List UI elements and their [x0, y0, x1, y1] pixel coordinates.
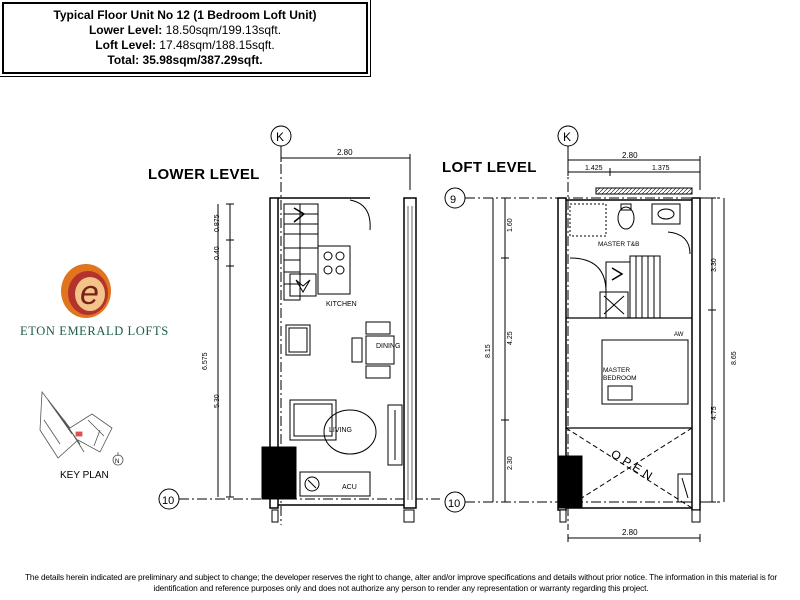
key-plan-diagram: N [39, 390, 124, 466]
kitchen-counter [289, 245, 351, 297]
structural-column [261, 446, 297, 500]
loft-level-area: Loft Level: 17.48sqm/188.15sqft. [4, 38, 366, 53]
loft-level-label: Loft Level: [95, 38, 156, 52]
loft-dim-left-b: 4.25 [507, 331, 514, 345]
loft-dim-right-a: 3.30 [711, 258, 718, 272]
dim-left-total: 6.575 [202, 352, 209, 370]
brand-name: ETON EMERALD LOFTS [20, 324, 169, 338]
loft-acu [677, 473, 693, 503]
lower-level-area: Lower Level: 18.50sqm/199.13sqft. [4, 23, 366, 38]
grid-k-label: K [276, 130, 284, 144]
lower-stair [283, 203, 319, 301]
lower-level-value: 18.50sqm/199.13sqft. [165, 23, 282, 37]
lower-level-title: LOWER LEVEL [148, 166, 260, 183]
disclaimer: The details herein indicated are prelimi… [8, 572, 794, 594]
logo-inner [75, 277, 105, 311]
loft-structural-column [557, 455, 583, 509]
total-label: Total: [107, 53, 140, 67]
room-acu: ACU [342, 484, 357, 491]
disclaimer-line-1: The details herein indicated are prelimi… [24, 572, 778, 582]
loft-grid-9-label: 9 [450, 194, 456, 206]
living-furniture [289, 399, 403, 466]
dining-set [351, 321, 395, 379]
unit-title: Typical Floor Unit No 12 (1 Bedroom Loft… [53, 8, 317, 22]
loft-dim-right-b: 4.75 [711, 406, 718, 420]
north-label: N [115, 459, 119, 465]
dim-left-a: 0.875 [214, 214, 221, 232]
loft-dim-left-c: 2.30 [507, 456, 514, 470]
door-swing-kitchen [349, 199, 371, 231]
loft-dim-bottom: 2.80 [622, 528, 638, 537]
eton-logo: e [61, 264, 111, 318]
dim-top: 2.80 [337, 148, 353, 157]
room-master-tb: MASTER T&B [598, 241, 639, 248]
loft-dim-top-a: 1.425 [585, 165, 603, 172]
refrigerator [285, 324, 311, 356]
loft-dim-top-b: 1.375 [652, 165, 670, 172]
room-aw: AW [674, 332, 684, 338]
master-bed [601, 339, 689, 405]
lower-level-plan: K 10 2.80 0.875 0.40 5.30 6.575 [158, 125, 440, 525]
loft-level-title: LOFT LEVEL [442, 159, 537, 176]
loft-grid-10-label: 10 [448, 498, 460, 510]
dim-left-c: 5.30 [214, 394, 221, 408]
lower-level-label: Lower Level: [88, 23, 163, 37]
loft-dim-left-total: 8.15 [485, 344, 492, 358]
key-plan-label: KEY PLAN [60, 470, 109, 481]
disclaimer-line-2: identification and reference purposes on… [153, 583, 649, 593]
room-living: LIVING [329, 427, 352, 434]
total-value: 35.98sqm/387.29sqft. [142, 53, 263, 67]
total-area: Total: 35.98sqm/387.29sqft. [4, 53, 366, 68]
loft-level-plan: K 9 10 2.80 1.425 1.375 2.80 1.60 4.25 2… [444, 125, 738, 542]
room-dining: DINING [376, 343, 401, 350]
loft-dim-left-a: 1.60 [507, 218, 514, 232]
grid-10-label: 10 [162, 495, 174, 507]
loft-stair [569, 255, 661, 319]
room-kitchen: KITCHEN [326, 301, 357, 308]
loft-dim-top: 2.80 [622, 151, 638, 160]
dim-left-b: 0.40 [214, 246, 221, 260]
room-master-1: MASTER [603, 367, 630, 374]
loft-dim-right-total: 8.65 [731, 351, 738, 365]
acu-box [299, 471, 371, 497]
room-master-2: BEDROOM [603, 375, 637, 382]
unit-info-box: Typical Floor Unit No 12 (1 Bedroom Loft… [0, 0, 371, 77]
open-to-below: OPEN [608, 447, 658, 485]
loft-railing [595, 187, 693, 195]
loft-level-value: 17.48sqm/188.15sqft. [159, 38, 275, 52]
master-tb-fixtures [569, 203, 691, 255]
loft-grid-k-label: K [563, 130, 571, 144]
logo-letter: e [80, 274, 99, 312]
